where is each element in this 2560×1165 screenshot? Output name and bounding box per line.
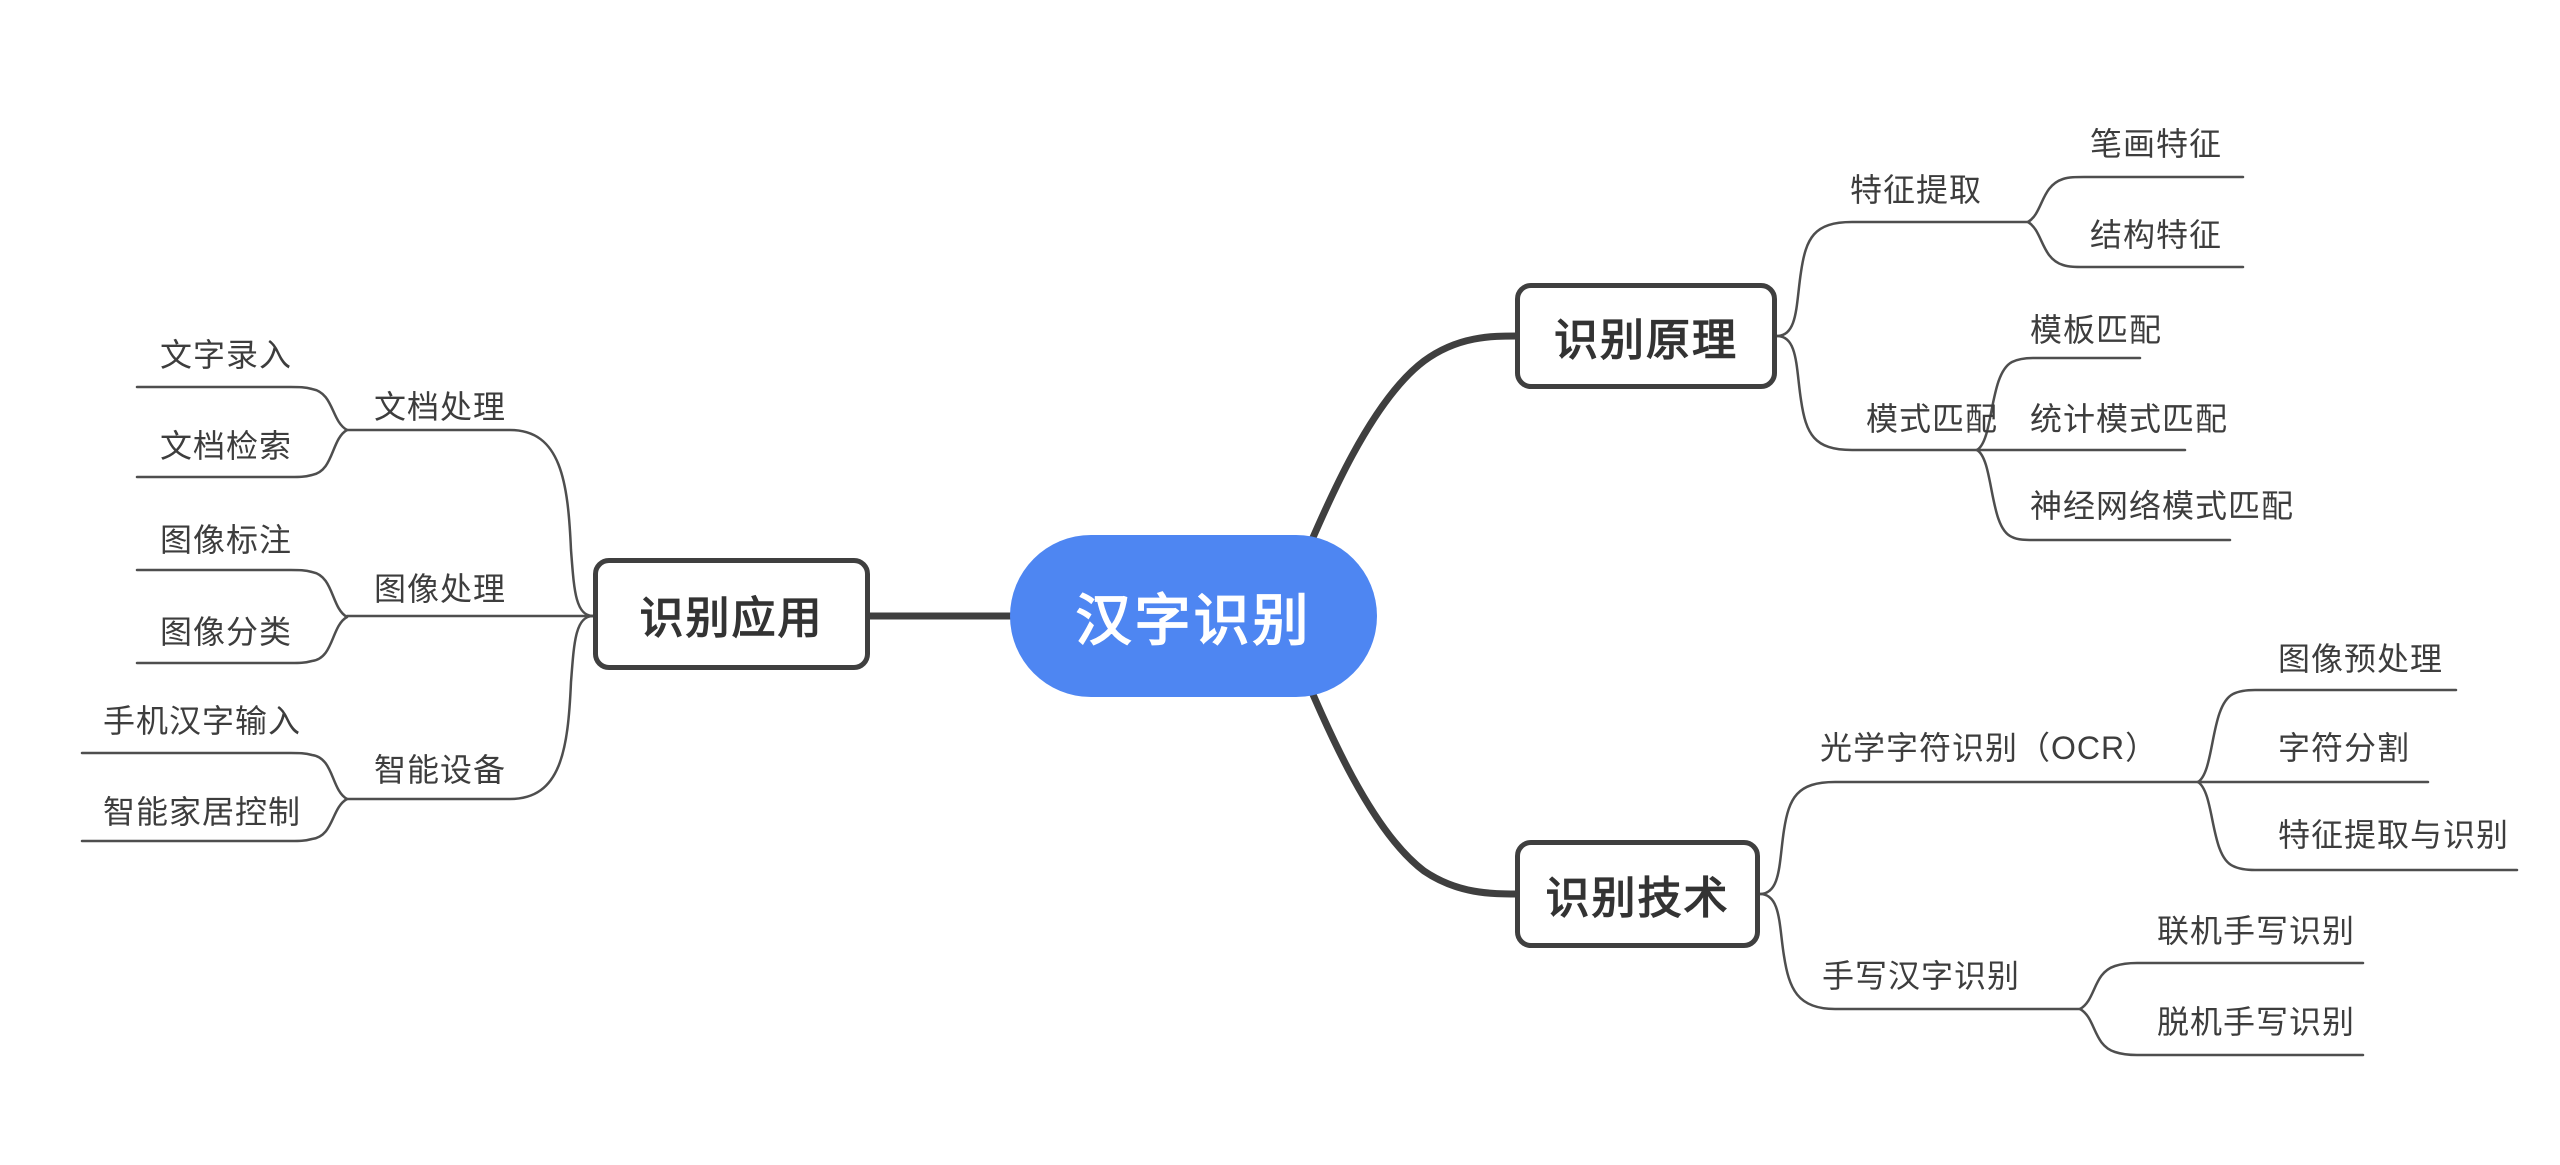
leaf-online-handwriting-recognition[interactable]: 联机手写识别 — [2157, 913, 2356, 949]
leaf-structural-features[interactable]: 结构特征 — [2090, 217, 2223, 253]
leaf-image-annotation[interactable]: 图像标注 — [160, 522, 293, 558]
leaf-neural-network-pattern-matching[interactable]: 神经网络模式匹配 — [2030, 488, 2295, 524]
branch-technologies[interactable]: 识别技术 — [1515, 840, 1760, 948]
leaf-text-input[interactable]: 文字录入 — [160, 337, 293, 373]
leaf-feature-extraction-recognition[interactable]: 特征提取与识别 — [2278, 817, 2510, 853]
leaf-smart-home-control[interactable]: 智能家居控制 — [103, 794, 302, 830]
branch-principles[interactable]: 识别原理 — [1515, 283, 1777, 389]
subtopic-image-processing[interactable]: 图像处理 — [374, 571, 507, 607]
leaf-phone-hanzi-input[interactable]: 手机汉字输入 — [103, 703, 302, 739]
subtopic-handwritten-recognition[interactable]: 手写汉字识别 — [1822, 958, 2021, 994]
leaf-template-matching[interactable]: 模板匹配 — [2030, 312, 2163, 348]
leaf-offline-handwriting-recognition[interactable]: 脱机手写识别 — [2157, 1004, 2356, 1040]
root-topic[interactable]: 汉字识别 — [1010, 535, 1377, 697]
leaf-stroke-features[interactable]: 笔画特征 — [2090, 126, 2223, 162]
leaf-document-retrieval[interactable]: 文档检索 — [160, 428, 293, 464]
subtopic-pattern-matching[interactable]: 模式匹配 — [1866, 401, 1999, 437]
subtopic-feature-extraction[interactable]: 特征提取 — [1850, 172, 1983, 208]
subtopic-smart-devices[interactable]: 智能设备 — [374, 752, 507, 788]
subtopic-ocr[interactable]: 光学字符识别（OCR） — [1820, 730, 2159, 766]
subtopic-document-processing[interactable]: 文档处理 — [374, 389, 507, 425]
leaf-image-preprocessing[interactable]: 图像预处理 — [2278, 641, 2444, 677]
leaf-character-segmentation[interactable]: 字符分割 — [2278, 730, 2411, 766]
leaf-image-classification[interactable]: 图像分类 — [160, 614, 293, 650]
branch-applications[interactable]: 识别应用 — [593, 558, 870, 670]
leaf-statistical-pattern-matching[interactable]: 统计模式匹配 — [2030, 401, 2229, 437]
